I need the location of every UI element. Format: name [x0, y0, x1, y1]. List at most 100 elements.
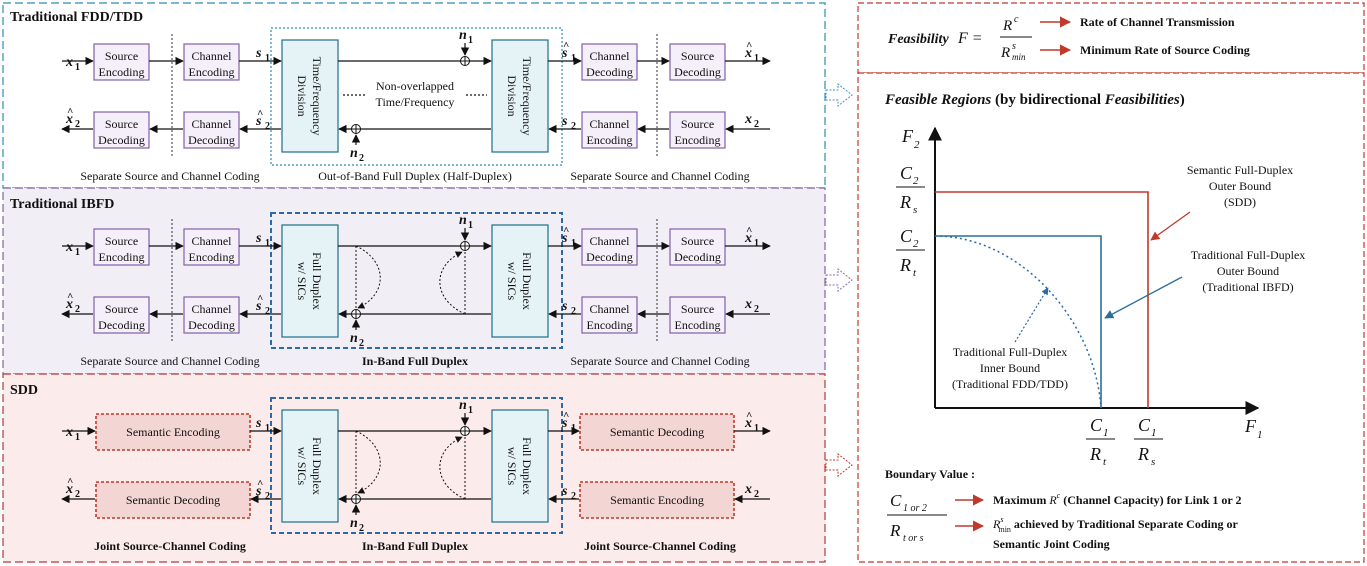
non-overlapped-line1: Non-overlapped	[376, 79, 454, 93]
svg-text:2: 2	[265, 121, 270, 132]
boundary-frac-num: C	[890, 491, 902, 510]
legend-rate-channel: Rate of Channel Transmission	[1080, 15, 1235, 29]
ibfd-bound-pointer	[1104, 276, 1183, 319]
svg-text:x: x	[65, 297, 73, 312]
ibfd-outer-bound	[935, 235, 1102, 408]
inner-bound-label-2: Inner Bound	[980, 361, 1040, 375]
feasibility-num-sup: c	[1014, 14, 1019, 25]
svg-text:^: ^	[746, 410, 752, 422]
svg-text:1: 1	[265, 53, 270, 64]
inner-bound-pointer	[1014, 287, 1049, 343]
svg-text:s: s	[561, 231, 568, 246]
connector-arrow-sdd	[825, 452, 853, 478]
svg-text:x: x	[744, 482, 752, 497]
svg-text:^: ^	[257, 108, 263, 120]
svg-text:2: 2	[75, 489, 80, 500]
sdd-semantic-decoding: Semantic Decoding	[95, 481, 251, 519]
tick-c2-rs: C 2 R s	[896, 163, 925, 216]
svg-text:x: x	[744, 297, 752, 312]
non-overlapped-line2: Time/Frequency	[376, 95, 455, 109]
sdd-semantic-encoding: Semantic Encoding	[95, 413, 251, 451]
svg-text:s: s	[255, 231, 262, 246]
x-axis-label-sub: 1	[1257, 429, 1263, 441]
ibfd-section	[2, 187, 826, 375]
sdd-bound-label-1: Semantic Full-Duplex	[1187, 163, 1293, 177]
feasibility-label: Feasibility	[887, 32, 949, 47]
boundary-item1-sup: c	[1057, 491, 1061, 500]
fdd-caption-left: Separate Source and Channel Coding	[80, 169, 259, 183]
boundary-item2-sub: min	[998, 525, 1010, 534]
boundary-item2-c: achieved by Traditional Separate Coding …	[1011, 517, 1239, 531]
svg-text:1: 1	[468, 35, 473, 46]
ibfd-duplex-right-label: Full Duplexw/ SICs	[505, 252, 534, 310]
svg-text:1: 1	[571, 238, 576, 249]
tick-c2-rs-num: C	[900, 163, 913, 183]
svg-text:2: 2	[359, 523, 364, 534]
connector-arrow-ibfd	[825, 267, 853, 293]
boundary-title: Boundary Value :	[885, 467, 975, 481]
ibfd-caption-middle: In-Band Full Duplex	[362, 354, 468, 368]
svg-text:1: 1	[754, 238, 759, 249]
ibfd-duplex-right: Full Duplexw/ SICs	[491, 224, 549, 338]
boundary-item1-a: Maximum	[993, 493, 1049, 507]
svg-text:1: 1	[265, 423, 270, 434]
ibfd-si-loop-right	[439, 251, 466, 315]
sdd-semantic-decoding-r-label: Semantic Decoding	[610, 425, 704, 439]
svg-text:2: 2	[265, 491, 270, 502]
svg-text:1: 1	[754, 53, 759, 64]
regions-title-c: Feasibilities	[1104, 92, 1180, 108]
svg-text:x: x	[744, 416, 752, 431]
svg-text:2: 2	[754, 489, 759, 500]
svg-text:x: x	[65, 55, 73, 70]
svg-text:s: s	[255, 484, 262, 499]
regions-title-b: (by bidirectional	[991, 92, 1104, 108]
boundary-fraction: C 1 or 2 R t or s	[887, 491, 947, 544]
svg-text:x: x	[65, 425, 73, 440]
x-axis-label: F	[1244, 416, 1257, 436]
svg-text:1: 1	[571, 423, 576, 434]
svg-text:s: s	[561, 299, 568, 314]
svg-text:^: ^	[67, 291, 73, 303]
connector-arrows	[825, 82, 853, 478]
feasibility-lhs: F =	[957, 30, 983, 47]
svg-text:x: x	[744, 231, 752, 246]
sdd-outer-bound	[935, 191, 1149, 408]
tick-c2-rs-den-sub: s	[913, 204, 917, 216]
sdd-title: SDD	[10, 383, 38, 398]
tick-c1-rt-den-sub: t	[1103, 456, 1107, 468]
tick-c1-rs-den-sub: s	[1151, 456, 1155, 468]
ibfd-title: Traditional IBFD	[10, 197, 114, 212]
svg-text:1: 1	[754, 423, 759, 434]
sdd-duplex-left: Full Duplexw/ SICs	[281, 409, 339, 523]
svg-text:^: ^	[67, 476, 73, 488]
sdd-bound-label-3: (SDD)	[1224, 195, 1256, 209]
svg-text:n: n	[350, 516, 358, 531]
svg-text:^: ^	[746, 225, 752, 237]
ibfd-duplex-frame	[270, 212, 563, 349]
tick-c1-rs-num: C	[1138, 415, 1151, 435]
fdd-duplex-left-label: Time/FrequencyDivision	[295, 57, 324, 136]
sdd-caption-left: Joint Source-Channel Coding	[94, 539, 246, 553]
svg-text:n: n	[350, 331, 358, 346]
svg-text:2: 2	[265, 306, 270, 317]
tick-c1-rt: C 1 R t	[1086, 415, 1115, 468]
regions-title: Feasible Regions (by bidirectional Feasi…	[884, 92, 1185, 108]
